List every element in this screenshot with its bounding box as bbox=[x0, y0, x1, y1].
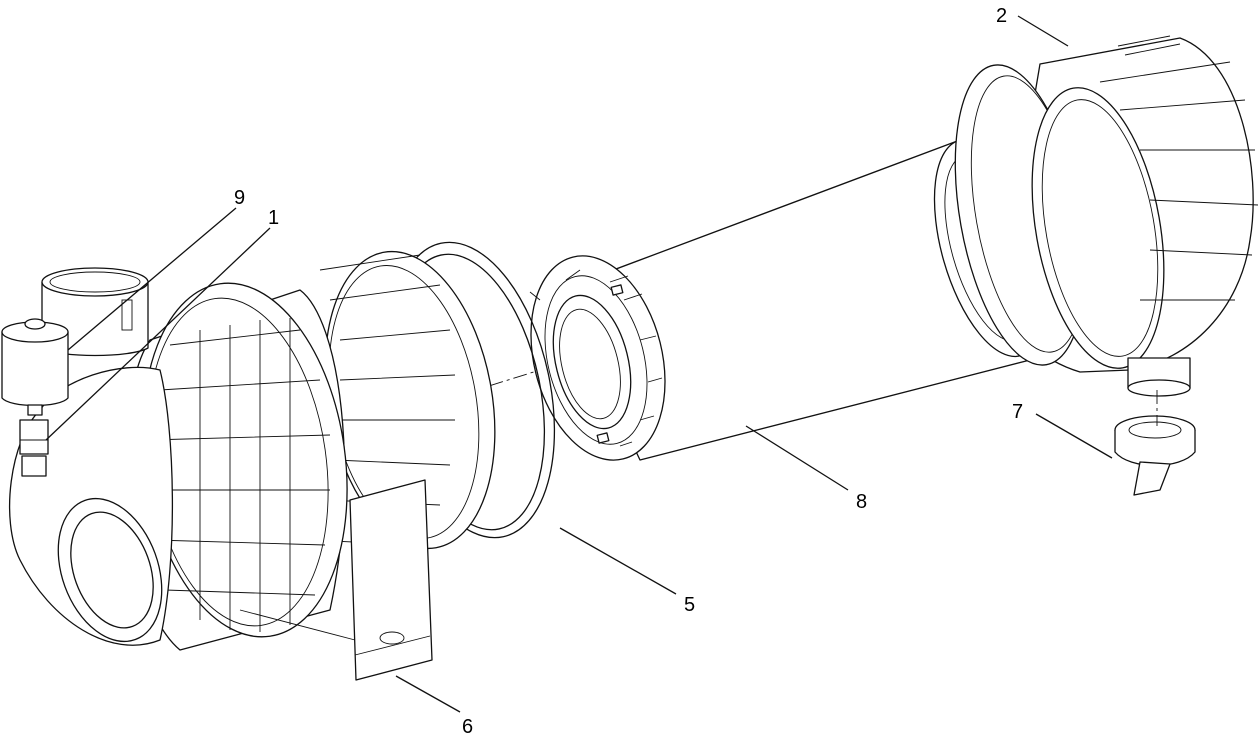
leader-5 bbox=[559, 527, 677, 595]
leader-7 bbox=[1035, 413, 1113, 459]
element-end-ring bbox=[529, 255, 666, 461]
leader-9 bbox=[67, 207, 237, 351]
vacuator-valve bbox=[1114, 390, 1196, 496]
leader-2 bbox=[1017, 15, 1069, 47]
leader-8 bbox=[745, 425, 849, 491]
callout-6: 6 bbox=[462, 716, 473, 738]
outlet-housing bbox=[954, 35, 1258, 397]
restriction-indicator bbox=[1, 318, 69, 477]
callout-7: 7 bbox=[1012, 401, 1023, 423]
callout-8: 8 bbox=[856, 491, 867, 513]
callout-9: 9 bbox=[234, 187, 245, 209]
callout-1: 1 bbox=[268, 207, 279, 229]
callout-5: 5 bbox=[684, 594, 695, 616]
air-cleaner-body bbox=[9, 250, 496, 681]
leader-1 bbox=[45, 227, 271, 441]
leader-6 bbox=[395, 675, 461, 713]
callout-2: 2 bbox=[996, 5, 1007, 27]
